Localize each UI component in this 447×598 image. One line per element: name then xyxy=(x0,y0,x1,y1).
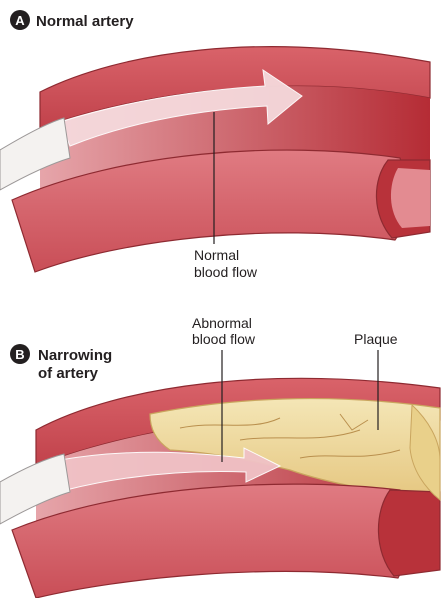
plaque-label: Plaque xyxy=(354,331,398,347)
panel-a-title: Normal artery xyxy=(36,13,134,30)
artery-b-cut-end xyxy=(378,490,440,576)
badge-a-letter: A xyxy=(15,13,25,28)
artery-a-cut-end-inner xyxy=(391,168,430,228)
normal-artery xyxy=(0,47,430,272)
panel-b-title-line2: of artery xyxy=(38,365,99,382)
badge-b-letter: B xyxy=(15,347,24,362)
abnormal-flow-label-line2: blood flow xyxy=(192,331,256,347)
normal-flow-label-line1: Normal xyxy=(194,247,239,263)
panel-b-title-line1: Narrowing xyxy=(38,347,112,364)
panel-a: A Normal artery Normal blood flow xyxy=(0,10,430,280)
badge-b: B xyxy=(10,344,30,364)
abnormal-flow-label-line1: Abnormal xyxy=(192,315,252,331)
narrowed-artery xyxy=(0,350,440,598)
normal-flow-label-line2: blood flow xyxy=(194,264,258,280)
panel-b: B Narrowing of artery Abnormal blood flo… xyxy=(0,315,440,598)
badge-a: A xyxy=(10,10,30,30)
